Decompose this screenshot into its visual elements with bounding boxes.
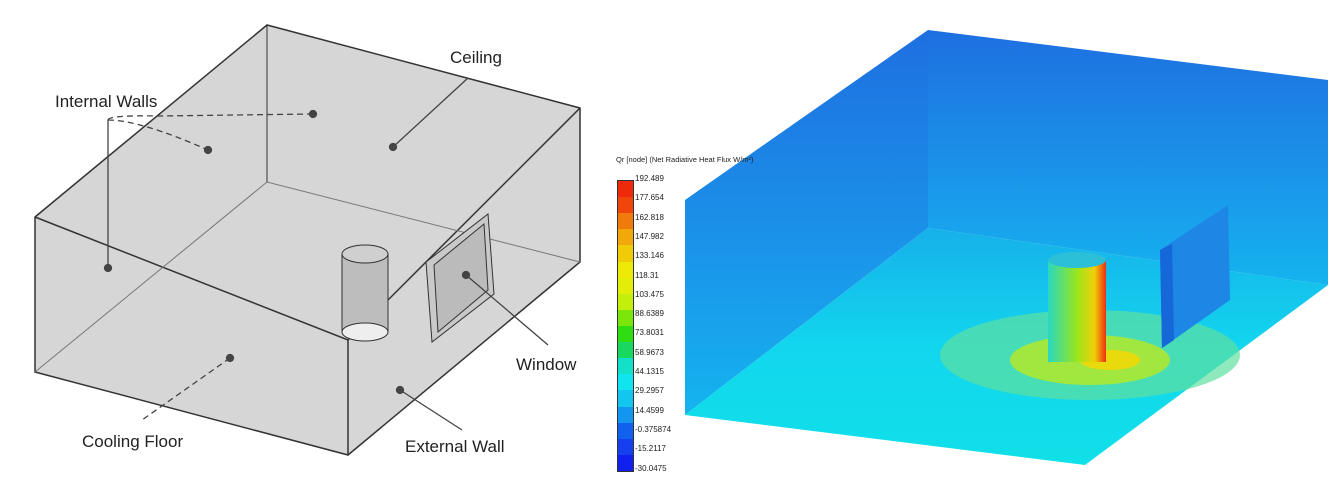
left-wall bbox=[685, 30, 928, 415]
legend-color-swatch bbox=[618, 293, 633, 310]
legend-color-swatch bbox=[618, 358, 633, 375]
label-ceiling: Ceiling bbox=[450, 48, 502, 67]
legend-tick-label: 192.489 bbox=[635, 174, 664, 183]
legend-title: Qr [node] (Net Radiative Heat Flux W/m²) bbox=[616, 155, 754, 164]
legend-tick-label: -0.375874 bbox=[635, 424, 672, 434]
legend-color-swatch bbox=[618, 245, 633, 262]
legend-tick-label: 147.982 bbox=[635, 231, 664, 241]
legend-tick-label: 162.818 bbox=[635, 212, 664, 222]
window-object bbox=[425, 213, 495, 343]
legend-color-swatch bbox=[618, 325, 633, 343]
cylinder-render bbox=[1048, 260, 1106, 362]
legend-color-swatch bbox=[618, 438, 633, 455]
legend-color-swatch bbox=[618, 374, 633, 391]
legend-color-bar bbox=[617, 180, 634, 472]
legend-tick-label: 29.2957 bbox=[635, 386, 664, 396]
legend-color-swatch bbox=[618, 277, 633, 294]
legend-tick-label: 73.8031 bbox=[635, 328, 664, 338]
window-render bbox=[1160, 205, 1230, 348]
legend-color-swatch bbox=[618, 197, 633, 214]
legend-tick-label: -30.0475 bbox=[635, 463, 667, 473]
cylinder-object bbox=[341, 244, 389, 342]
label-external-wall: External Wall bbox=[405, 437, 505, 456]
legend-color-swatch bbox=[618, 422, 633, 439]
heat-flux-render bbox=[685, 30, 1328, 465]
room-box bbox=[34, 24, 581, 456]
legend-tick-label: 133.146 bbox=[635, 251, 664, 261]
label-cooling-floor: Cooling Floor bbox=[82, 432, 184, 451]
legend-tick-label: 14.4599 bbox=[635, 405, 664, 415]
legend-color-swatch bbox=[618, 229, 633, 246]
legend-tick-label: 103.475 bbox=[635, 289, 664, 299]
legend-color-swatch bbox=[618, 309, 633, 326]
legend-tick-label: 177.654 bbox=[635, 193, 664, 203]
legend-color-swatch bbox=[618, 390, 633, 407]
legend-color-swatch bbox=[618, 342, 633, 359]
legend-color-swatch bbox=[618, 213, 633, 230]
label-internal-walls: Internal Walls bbox=[55, 92, 158, 111]
legend-tick-label: 88.6389 bbox=[635, 309, 664, 319]
legend-tick-label: 118.31 bbox=[635, 270, 659, 280]
legend-color-swatch bbox=[618, 181, 633, 198]
legend-tick-label: -15.2117 bbox=[635, 444, 666, 454]
legend-color-swatch bbox=[618, 454, 633, 471]
label-window: Window bbox=[516, 355, 577, 374]
legend-tick-label: 44.1315 bbox=[635, 367, 664, 376]
legend-color-swatch bbox=[618, 261, 633, 278]
leader-lines bbox=[103, 77, 549, 431]
legend-color-swatch bbox=[618, 406, 633, 423]
legend-tick-label: 58.9673 bbox=[635, 347, 664, 357]
